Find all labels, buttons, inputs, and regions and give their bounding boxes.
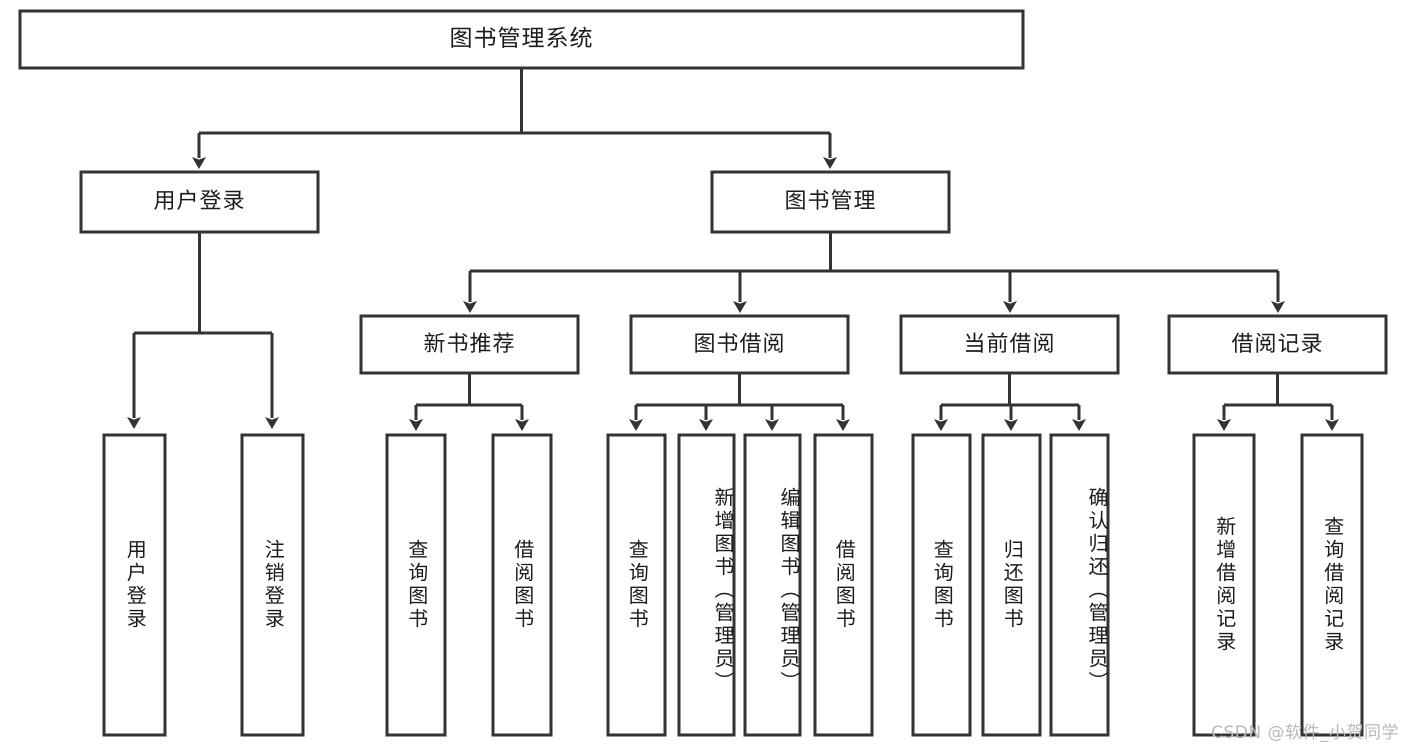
node-box-current-borrow[interactable]: [899, 314, 1120, 375]
node-box-leaf-user-login[interactable]: [102, 433, 167, 737]
node-box-user-login[interactable]: [79, 170, 320, 234]
node-box-book-borrow[interactable]: [629, 314, 850, 375]
node-box-new-book-recommend[interactable]: [359, 314, 580, 375]
node-box-leaf-borrow-book-1[interactable]: [491, 433, 553, 737]
node-box-leaf-confirm-return[interactable]: [1049, 433, 1110, 737]
node-box-leaf-query-book-3[interactable]: [911, 433, 972, 737]
node-box-leaf-query-record[interactable]: [1300, 433, 1364, 737]
node-box-leaf-return-book[interactable]: [981, 433, 1042, 737]
node-box-root[interactable]: [18, 9, 1025, 70]
node-box-book-management[interactable]: [710, 170, 951, 234]
node-box-leaf-add-record[interactable]: [1192, 433, 1256, 737]
node-box-leaf-borrow-book-2[interactable]: [813, 433, 874, 737]
node-box-leaf-query-book-2[interactable]: [606, 433, 667, 737]
node-box-leaf-logout[interactable]: [240, 433, 305, 737]
node-box-borrow-record[interactable]: [1167, 314, 1388, 375]
node-box-leaf-add-book[interactable]: [677, 433, 736, 737]
node-box-leaf-edit-book[interactable]: [743, 433, 802, 737]
node-box-leaf-query-book-1[interactable]: [385, 433, 447, 737]
watermark-text: CSDN @软件_小贺同学: [1211, 723, 1399, 743]
